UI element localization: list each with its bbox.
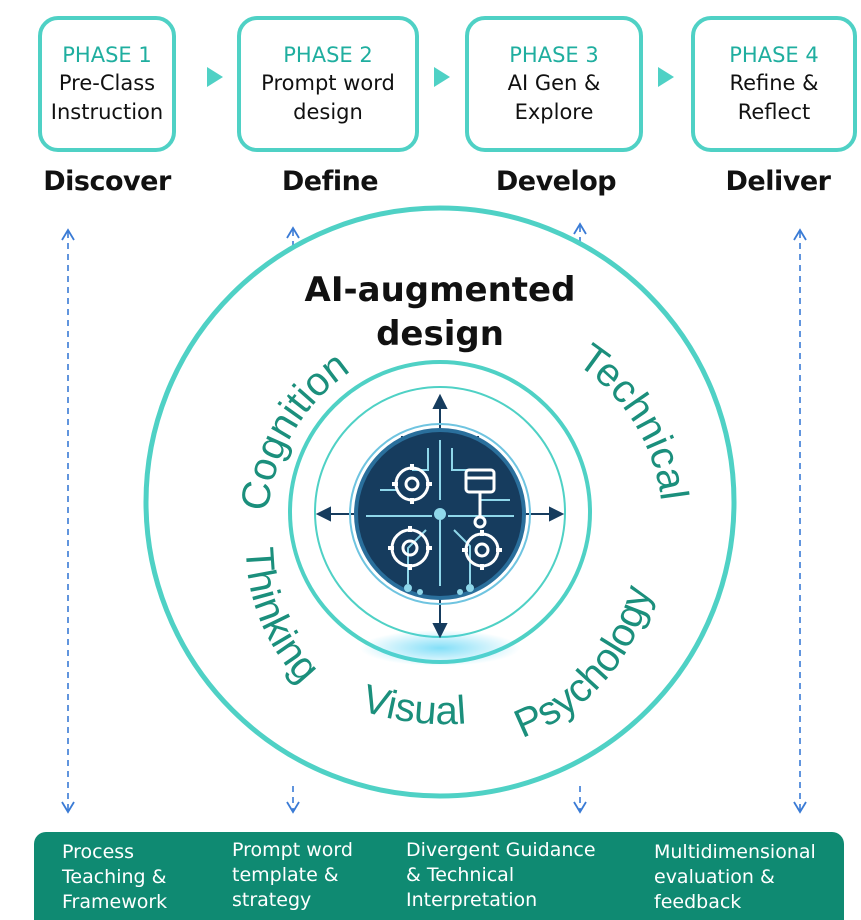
phase-4-description: Refine & Reflect [729,70,819,124]
phase-3-title: PHASE 3 [509,42,599,67]
arrow-right-icon [207,67,223,87]
phase-4-title: PHASE 4 [729,42,819,67]
dashed-arrowheads [61,222,807,814]
arrowhead-up-icon [61,228,75,241]
footer-item-develop: Divergent Guidance & Technical Interpret… [406,839,596,911]
glow-shadow [360,630,520,666]
phase-3-description: AI Gen & Explore [507,70,601,124]
phase-4-box: PHASE 4 Refine & Reflect [691,16,857,152]
stage-discover: Discover [43,166,171,197]
arrowhead-down-icon [286,801,300,814]
label-thinking: Thinking [237,546,329,691]
phase-1-title: PHASE 1 [62,42,152,67]
footer-item-deliver: Multidimensional evaluation & feedback [654,841,816,913]
arrowhead-up-icon [573,222,587,235]
stage-develop: Develop [495,166,617,197]
phase-2-box: PHASE 2 Prompt word design [237,16,419,152]
label-technical: Technical [571,335,696,502]
arrowhead-down-icon [573,801,587,814]
footer-bar: Process Teaching & Framework Prompt word… [34,832,844,920]
outer-ring [143,205,737,799]
phase-2-description: Prompt word design [261,70,395,124]
arrow-right-icon [658,67,674,87]
stage-deliver: Deliver [725,166,831,197]
stage-define: Define [281,166,379,197]
label-visual: Visual [357,677,467,734]
arrowhead-down-icon [61,801,75,814]
phase-2-title: PHASE 2 [283,42,373,67]
piston-icon [464,468,496,529]
footer-item-define: Prompt word template & strategy [232,839,353,911]
arrowhead-down-icon [793,801,807,814]
phase-1-description: Pre-Class Instruction [50,70,164,124]
phase-1-box: PHASE 1 Pre-Class Instruction [38,16,176,152]
arrowhead-up-icon [793,228,807,241]
center-title: AI-augmented design [304,270,576,354]
gear-teeth [388,464,502,570]
footer-item-discover: Process Teaching & Framework [62,841,168,913]
arrowhead-up-icon [286,226,300,239]
arrow-right-icon [434,67,450,87]
phase-3-box: PHASE 3 AI Gen & Explore [465,16,643,152]
label-cognition: Cognition [233,343,357,513]
